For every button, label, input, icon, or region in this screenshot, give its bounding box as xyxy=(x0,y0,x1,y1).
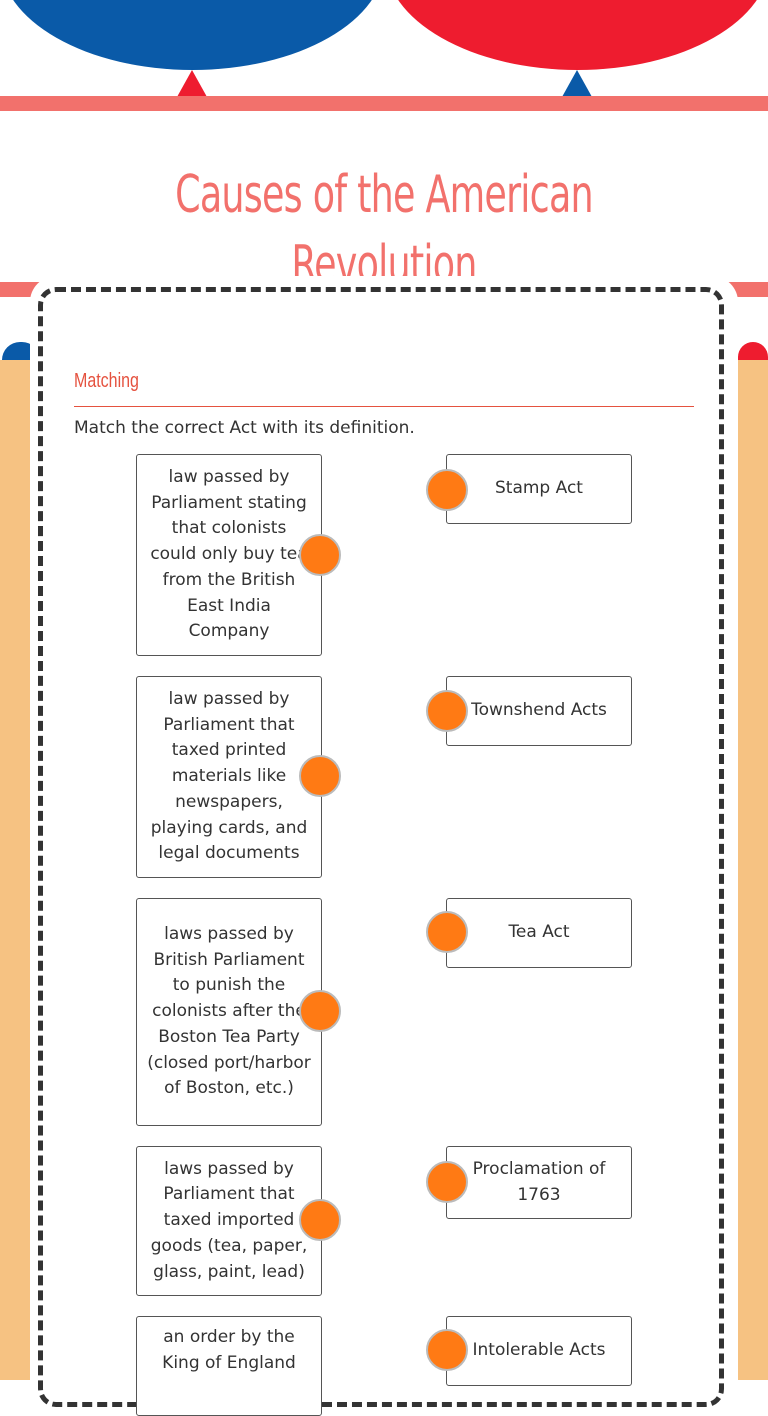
definition-match-dot-4[interactable] xyxy=(299,1199,341,1241)
definition-match-dot-1[interactable] xyxy=(299,534,341,576)
worksheet-title: Causes of the American Revolution xyxy=(175,165,594,295)
red-balloon-decoration xyxy=(385,0,768,70)
term-match-dot-5[interactable] xyxy=(426,1329,468,1371)
definition-box-3[interactable]: laws passed by British Parliament to pun… xyxy=(136,898,322,1126)
section-divider xyxy=(74,406,694,407)
term-box-2[interactable]: Townshend Acts xyxy=(446,676,632,746)
blue-balloon-decoration xyxy=(0,0,385,70)
right-side-band xyxy=(738,360,768,1380)
term-box-1[interactable]: Stamp Act xyxy=(446,454,632,524)
term-text: Townshend Acts xyxy=(471,700,607,721)
section-title: Matching xyxy=(74,370,139,392)
term-text: Intolerable Acts xyxy=(472,1340,606,1361)
term-text: Stamp Act xyxy=(495,478,583,499)
red-balloon-knot-decoration xyxy=(177,70,207,97)
definition-match-dot-2[interactable] xyxy=(299,755,341,797)
red-semicircle-decoration xyxy=(738,342,768,360)
term-match-dot-1[interactable] xyxy=(426,469,468,511)
term-match-dot-3[interactable] xyxy=(426,911,468,953)
term-match-dot-2[interactable] xyxy=(426,690,468,732)
header-stripe xyxy=(0,96,768,111)
term-box-3[interactable]: Tea Act xyxy=(446,898,632,968)
definition-text: law passed by Parliament that taxed prin… xyxy=(150,688,308,864)
blue-balloon-knot-decoration xyxy=(562,70,592,97)
definition-text: law passed by Parliament stating that co… xyxy=(150,466,308,642)
definition-box-5[interactable]: an order by the King of England xyxy=(136,1316,322,1416)
definition-box-2[interactable]: law passed by Parliament that taxed prin… xyxy=(136,676,322,878)
definition-text: laws passed by Parliament that taxed imp… xyxy=(150,1158,308,1282)
term-match-dot-4[interactable] xyxy=(426,1161,468,1203)
definition-match-dot-3[interactable] xyxy=(299,990,341,1032)
instructions-text: Match the correct Act with its definitio… xyxy=(74,418,415,438)
term-box-4[interactable]: Proclamation of 1763 xyxy=(446,1146,632,1219)
definition-box-4[interactable]: laws passed by Parliament that taxed imp… xyxy=(136,1146,322,1296)
term-text: Proclamation of 1763 xyxy=(472,1158,606,1205)
definition-text: an order by the King of England xyxy=(162,1327,296,1373)
definition-box-1[interactable]: law passed by Parliament stating that co… xyxy=(136,454,322,656)
definition-text: laws passed by British Parliament to pun… xyxy=(147,923,311,1099)
term-box-5[interactable]: Intolerable Acts xyxy=(446,1316,632,1386)
term-text: Tea Act xyxy=(508,922,570,943)
